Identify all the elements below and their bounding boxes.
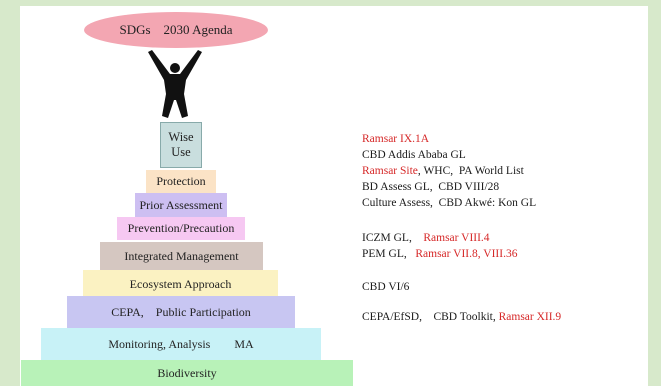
ramsar-reference: Ramsar XII.9 [498,311,562,323]
reference-line: BD Assess GL, CBD VIII/28 [362,179,499,195]
reference-line: PEM GL, Ramsar VII.8, VIII.36 [362,246,517,262]
reference-text: CBD VI/6 [362,281,410,293]
reference-line: CBD VI/6 [362,279,409,295]
reference-text: BD Assess GL, CBD VIII/28 [362,181,500,193]
reference-text: CBD Addis Ababa GL [362,149,466,161]
reference-line: Ramsar IX.1A [362,131,429,147]
block-monitoring: Monitoring, Analysis MA [41,328,321,360]
reference-line: CBD Addis Ababa GL [362,147,466,163]
block-protection: Protection [146,170,216,193]
ramsar-reference: Ramsar VII.8, VIII.36 [415,248,518,260]
block-prior-assessment: Prior Assessment [135,193,227,217]
ramsar-reference: Ramsar VIII.4 [423,232,490,244]
block-wise-use: Wise Use [160,122,202,168]
sdgs-ellipse: SDGs 2030 Agenda [84,12,268,48]
block-ecosystem-approach: Ecosystem Approach [83,270,278,298]
reference-text: Culture Assess, CBD Akwé: Kon GL [362,197,537,209]
block-integrated-management: Integrated Management [100,242,263,270]
block-cepa: CEPA, Public Participation [67,296,295,328]
reference-text: , WHC, PA World List [417,165,524,177]
ramsar-reference: Ramsar IX.1A [362,133,430,145]
reference-line: ICZM GL, Ramsar VIII.4 [362,230,490,246]
person-silhouette-icon [148,50,202,118]
reference-line: Culture Assess, CBD Akwé: Kon GL [362,195,536,211]
reference-text: PEM GL, [362,248,416,260]
reference-line: Ramsar Site, WHC, PA World List [362,163,524,179]
reference-text: ICZM GL, [362,232,424,244]
ramsar-reference: Ramsar Site [362,165,418,177]
block-biodiversity: Biodiversity [21,360,353,386]
reference-line: CEPA/EfSD, CBD Toolkit, Ramsar XII.9 [362,309,561,325]
reference-text: CEPA/EfSD, CBD Toolkit, [362,311,499,323]
block-prevention-precaution: Prevention/Precaution [117,217,245,240]
